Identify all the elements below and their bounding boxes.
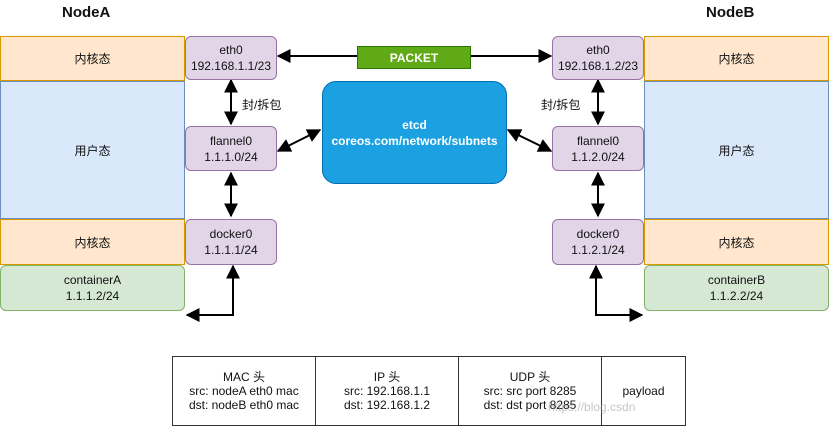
- node-a-kernel-top-label: 内核态: [74, 52, 111, 66]
- node-b-eth0: eth0 192.168.1.2/23: [552, 36, 644, 80]
- node-a-docker0-ip: 1.1.1.1/24: [204, 243, 258, 257]
- mac-header-title: MAC 头: [222, 370, 265, 384]
- node-a-kernel-top: 内核态: [0, 36, 185, 81]
- node-a-flannel0-name: flannel0: [209, 133, 253, 148]
- container-b-ip: 1.1.2.2/24: [709, 289, 764, 303]
- udp-header-src: src: src port 8285: [483, 384, 577, 398]
- udp-header-title: UDP 头: [509, 370, 551, 384]
- node-b-user-space: 用户态: [644, 81, 829, 219]
- payload-cell: payload: [601, 356, 686, 426]
- etcd-name: etcd: [402, 117, 427, 132]
- ip-header-src: src: 192.168.1.1: [343, 384, 431, 398]
- node-b-kernel-top-label: 内核态: [718, 52, 755, 66]
- ip-header-cell: IP 头 src: 192.168.1.1 dst: 192.168.1.2: [315, 356, 459, 426]
- packet-header-table: MAC 头 src: nodeA eth0 mac dst: nodeB eth…: [172, 356, 686, 426]
- etcd-store: etcd coreos.com/network/subnets: [322, 81, 507, 184]
- node-a-eth0-ip: 192.168.1.1/23: [190, 59, 272, 73]
- node-b-flannel0-name: flannel0: [576, 133, 620, 148]
- node-a-user-space: 用户态: [0, 81, 185, 219]
- node-a-flannel0: flannel0 1.1.1.0/24: [185, 126, 277, 171]
- ip-header-dst: dst: 192.168.1.2: [343, 398, 431, 412]
- container-a: containerA 1.1.1.2/24: [0, 265, 185, 311]
- etcd-key: coreos.com/network/subnets: [331, 133, 498, 148]
- node-b-user-space-label: 用户态: [718, 143, 755, 158]
- flannel-b-etcd-arrow: [506, 129, 553, 152]
- packet-label: PACKET: [357, 46, 471, 69]
- node-a-docker0: docker0 1.1.1.1/24: [185, 219, 277, 265]
- ip-header-title: IP 头: [373, 370, 401, 384]
- node-a-title: NodeA: [62, 4, 111, 21]
- container-a-ip: 1.1.1.2/24: [65, 289, 120, 303]
- udp-header-dst: dst: dst port 8285: [483, 398, 577, 412]
- container-a-name: containerA: [63, 273, 122, 287]
- node-b-flannel0-ip: 1.1.2.0/24: [571, 149, 625, 164]
- node-b-kernel-bottom: 内核态: [644, 219, 829, 265]
- node-b-eth0-name: eth0: [586, 43, 610, 57]
- node-b-title: NodeB: [706, 4, 755, 21]
- node-a-kernel-bottom-label: 内核态: [74, 235, 111, 250]
- flannel-a-etcd-arrow: [276, 129, 322, 152]
- node-a-user-space-label: 用户态: [74, 143, 111, 158]
- docker-a-container-arrow: [185, 264, 240, 322]
- container-b-name: containerB: [707, 273, 766, 287]
- mac-header-dst: dst: nodeB eth0 mac: [188, 398, 300, 412]
- node-a-encap-label: 封/拆包: [242, 98, 282, 112]
- node-a-docker0-name: docker0: [209, 227, 253, 241]
- node-a-eth0-name: eth0: [219, 43, 243, 57]
- header-row: MAC 头 src: nodeA eth0 mac dst: nodeB eth…: [172, 356, 686, 426]
- node-b-eth0-ip: 192.168.1.2/23: [557, 59, 639, 73]
- node-a-flannel0-ip: 1.1.1.0/24: [204, 149, 258, 164]
- docker-b-container-arrow: [589, 264, 644, 322]
- mac-header-cell: MAC 头 src: nodeA eth0 mac dst: nodeB eth…: [172, 356, 316, 426]
- udp-header-cell: UDP 头 src: src port 8285 dst: dst port 8…: [458, 356, 602, 426]
- watermark: https://blog.csdn: [548, 400, 636, 414]
- node-b-encap-label: 封/拆包: [541, 98, 581, 112]
- mac-header-src: src: nodeA eth0 mac: [189, 384, 299, 398]
- node-b-docker0-name: docker0: [576, 227, 620, 241]
- node-b-kernel-top: 内核态: [644, 36, 829, 81]
- node-b-kernel-bottom-label: 内核态: [718, 235, 755, 250]
- node-b-flannel0: flannel0 1.1.2.0/24: [552, 126, 644, 171]
- node-b-docker0-ip: 1.1.2.1/24: [571, 243, 625, 257]
- node-a-kernel-bottom: 内核态: [0, 219, 185, 265]
- node-b-docker0: docker0 1.1.2.1/24: [552, 219, 644, 265]
- node-a-eth0: eth0 192.168.1.1/23: [185, 36, 277, 80]
